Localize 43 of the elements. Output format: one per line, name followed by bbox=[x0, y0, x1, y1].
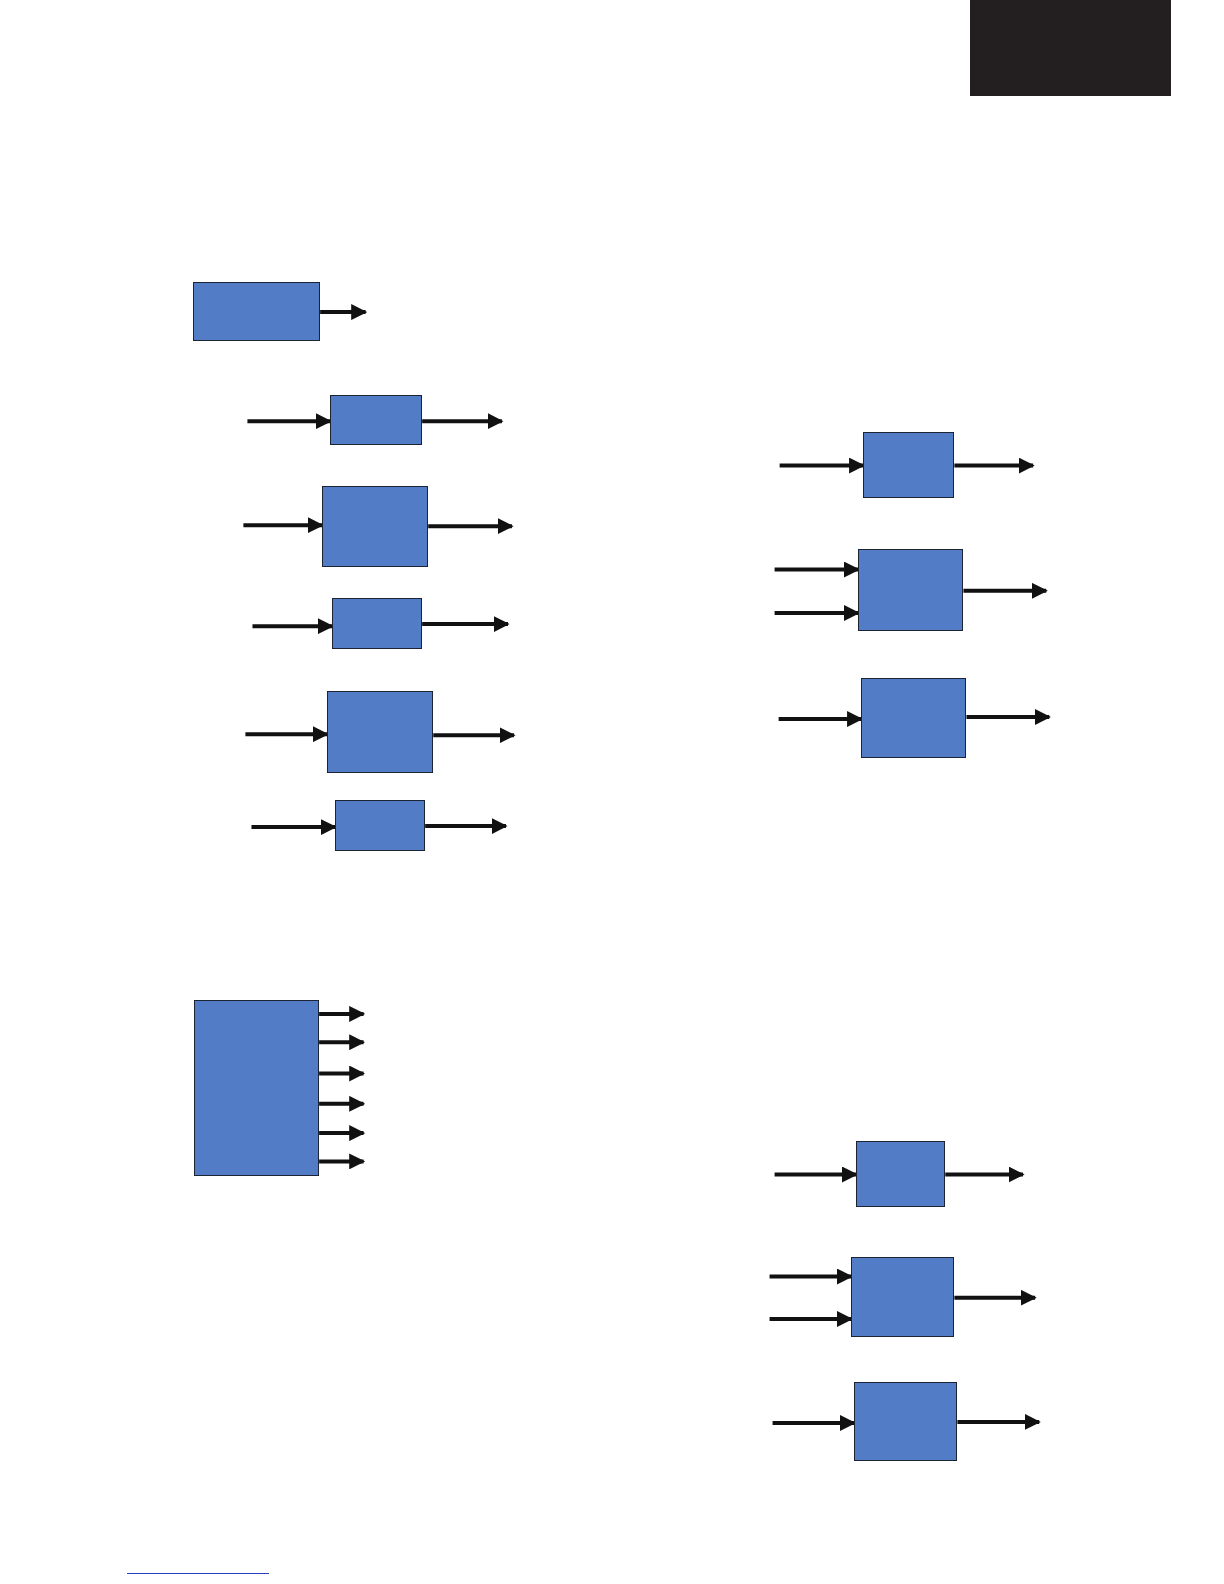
arrow bbox=[774, 1166, 858, 1183]
arrow bbox=[319, 1065, 366, 1082]
block-box bbox=[858, 549, 964, 632]
arrow bbox=[774, 561, 860, 578]
block-box bbox=[856, 1141, 946, 1207]
block-box bbox=[851, 1257, 955, 1338]
arrow bbox=[772, 1414, 856, 1431]
arrow bbox=[774, 605, 860, 621]
arrow bbox=[422, 413, 504, 430]
arrow bbox=[425, 818, 508, 835]
block-box bbox=[327, 690, 434, 773]
arrow bbox=[433, 727, 516, 744]
arrow bbox=[945, 1166, 1025, 1183]
arrow bbox=[252, 618, 334, 635]
arrow bbox=[247, 413, 332, 430]
arrow bbox=[769, 1268, 853, 1285]
block-box bbox=[854, 1381, 958, 1462]
arrow bbox=[319, 1125, 366, 1142]
block-box bbox=[322, 485, 429, 567]
arrow bbox=[954, 1289, 1037, 1306]
arrow bbox=[319, 1095, 366, 1112]
arrow bbox=[320, 304, 368, 321]
arrow bbox=[428, 518, 514, 535]
block-box bbox=[861, 677, 967, 759]
arrow bbox=[963, 582, 1048, 599]
arrow bbox=[319, 1034, 366, 1051]
arrow bbox=[769, 1310, 853, 1327]
block-box bbox=[192, 281, 321, 342]
header-block bbox=[969, 0, 1172, 96]
block-box bbox=[863, 432, 955, 498]
arrow bbox=[251, 819, 337, 836]
arrow bbox=[957, 1413, 1041, 1430]
arrow bbox=[954, 457, 1035, 474]
block-box bbox=[193, 999, 320, 1176]
block-box bbox=[330, 394, 423, 446]
arrow bbox=[966, 709, 1051, 726]
arrow bbox=[319, 1005, 366, 1022]
arrow bbox=[245, 726, 329, 743]
block-box bbox=[332, 597, 423, 650]
arrow bbox=[319, 1153, 366, 1170]
block-box bbox=[335, 799, 426, 852]
arrow bbox=[243, 517, 324, 534]
arrow bbox=[422, 616, 510, 633]
